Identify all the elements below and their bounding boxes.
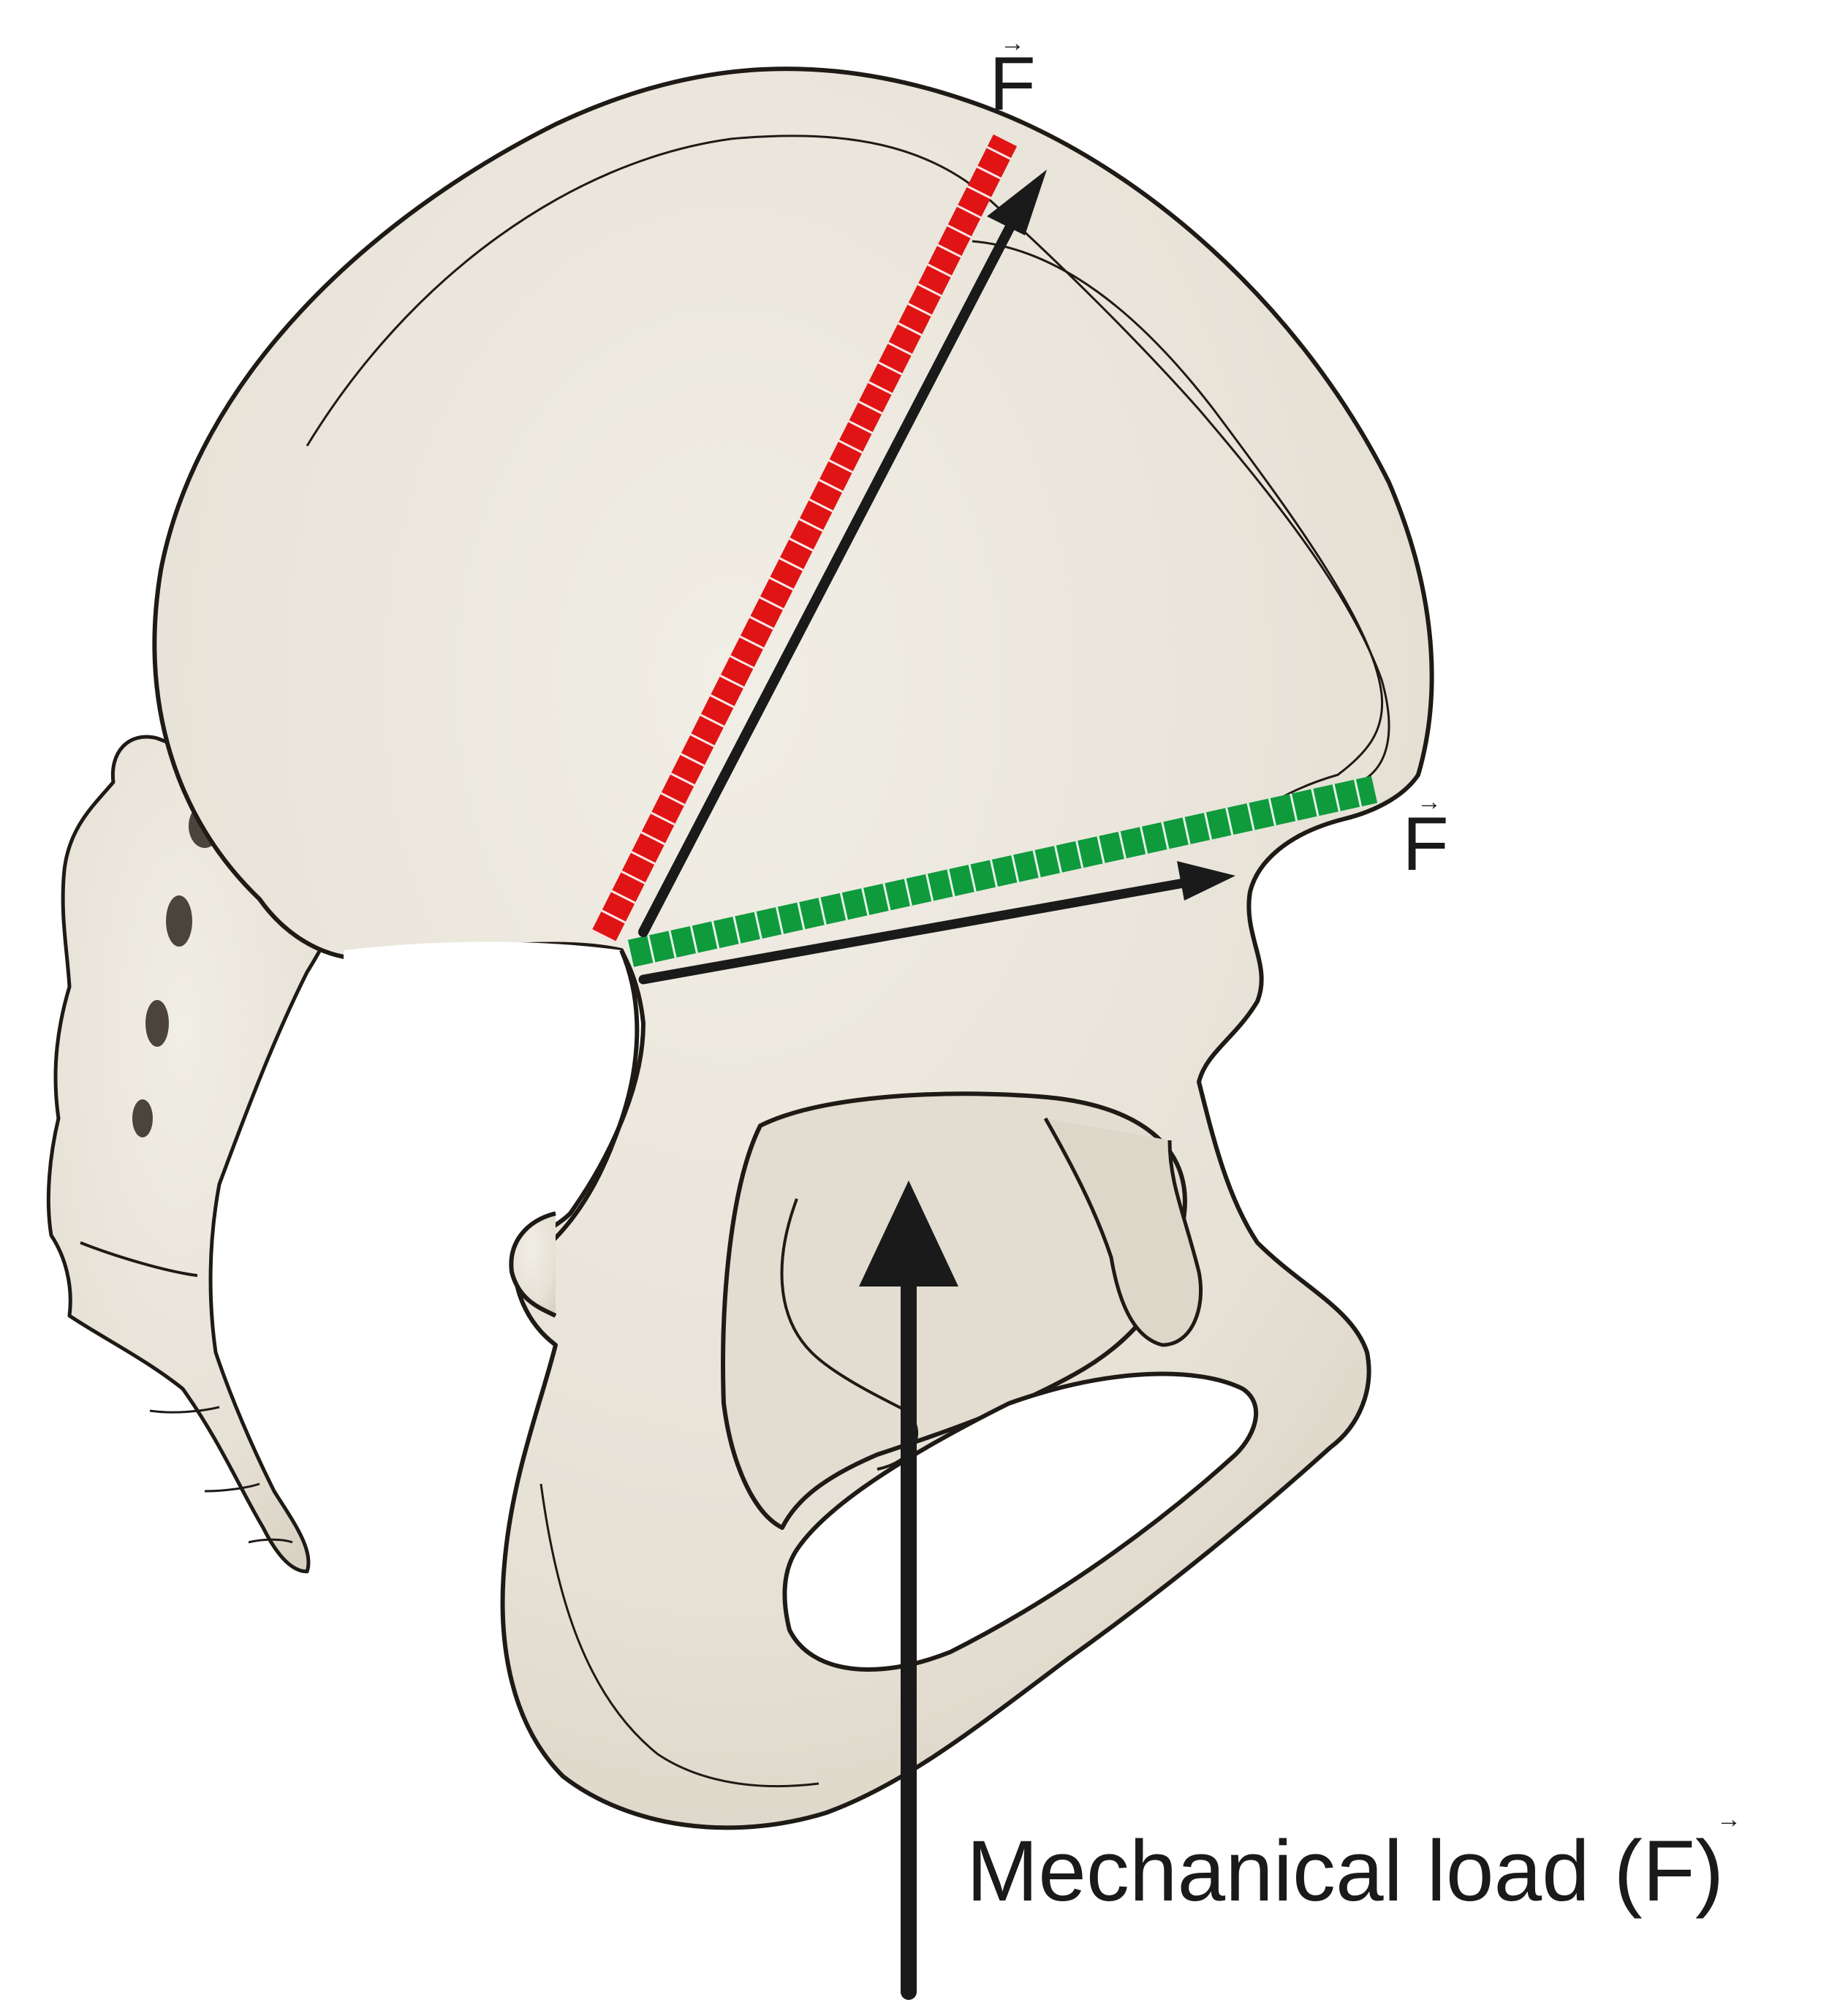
force-label-upper: → F (989, 29, 1036, 126)
vector-arrow-icon: → (1000, 29, 1025, 57)
vector-arrow-icon: → (1716, 1805, 1741, 1833)
sacrum (46, 735, 348, 1574)
mechanical-load-arrow (859, 1181, 958, 2000)
sacral-foramen (132, 1099, 153, 1137)
force-label-lower: → F (1402, 788, 1449, 887)
arrow-up-icon (859, 1181, 958, 1286)
green-trabecular-band (625, 776, 1378, 968)
arrowhead-icon (987, 170, 1047, 235)
mechanical-load-caption: Mechanical load (F) → (966, 1805, 1741, 1920)
force-arrow-lower (638, 861, 1235, 985)
force-arrow-upper (638, 170, 1047, 937)
force-symbol: F (1402, 802, 1449, 887)
vector-arrow-icon: → (1417, 788, 1442, 816)
red-trabecular-band (591, 134, 1018, 944)
acetabulum (721, 1091, 1203, 1530)
force-symbol: F (989, 42, 1036, 126)
sacral-foramen (166, 895, 192, 947)
caption-text: Mechanical load (F) (966, 1823, 1724, 1920)
arrowhead-icon (1177, 861, 1235, 901)
sacral-foramen (145, 1000, 169, 1047)
